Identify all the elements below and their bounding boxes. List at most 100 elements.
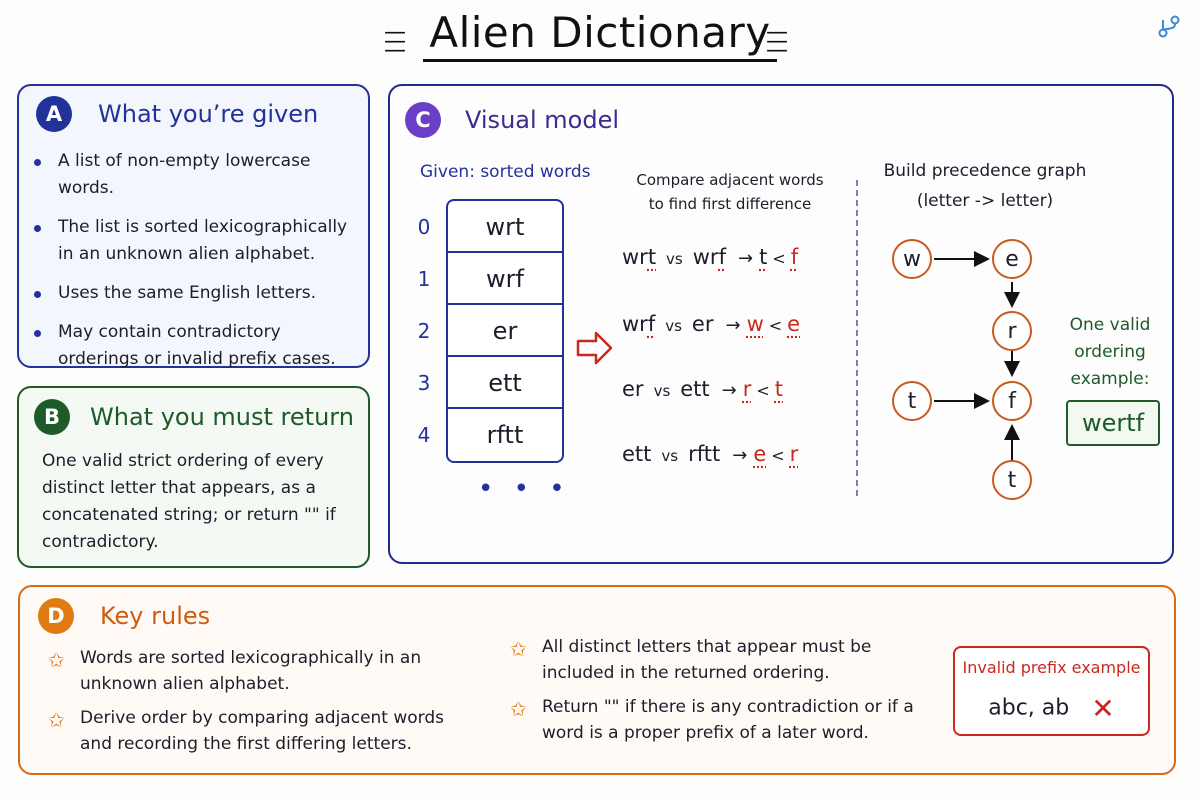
rule-item: ✩ Words are sorted lexicographically in a…	[46, 645, 476, 697]
less-than-sign: <	[756, 381, 770, 400]
rule-item: ✩ Derive order by comparing adjacent word…	[46, 705, 476, 757]
less-than-sign: <	[772, 249, 786, 268]
compare-header-line: Compare adjacent words	[636, 171, 824, 189]
rule-item: ✩ All distinct letters that appear must b…	[508, 634, 928, 686]
left-word-diff: t	[647, 245, 657, 269]
rule-item: ✩Return "" if there is any contradiction…	[508, 694, 928, 746]
word-cell: ett	[448, 357, 562, 409]
left-word: ett	[622, 442, 652, 466]
panel-visual-model	[388, 84, 1174, 564]
panel-visual-heading: Visual model	[465, 106, 620, 134]
vs-label: vs	[661, 447, 679, 465]
order-first-letter: w	[746, 312, 764, 336]
given-bullet-list: A list of non-empty lowercase words. The…	[34, 148, 364, 385]
star-icon: ✩	[48, 708, 65, 732]
given-bullet: The list is sorted lexicographically in …	[34, 214, 364, 268]
order-second-letter: r	[789, 442, 799, 466]
right-word: rftt	[688, 442, 721, 466]
order-first-letter: e	[753, 442, 767, 466]
right-word-prefix: wr	[692, 245, 719, 269]
order-first-letter: r	[742, 377, 752, 401]
word-cell: wrf	[448, 253, 562, 305]
graph-node-f: f	[992, 381, 1032, 421]
star-icon: ✩	[48, 648, 65, 672]
word-cell: wrt	[448, 201, 562, 253]
word-index: 1	[417, 267, 431, 291]
words-label: Given: sorted words	[420, 162, 591, 182]
graph-node-r: r	[992, 311, 1032, 351]
graph-header: Build precedence graph (letter -> letter…	[880, 156, 1090, 216]
panel-given-heading: What you’re given	[98, 100, 319, 128]
example-answer-box: wertf	[1066, 400, 1160, 446]
graph-node-e: e	[992, 239, 1032, 279]
right-word-diff: f	[718, 245, 726, 269]
rules-left-list: ✩ Words are sorted lexicographically in a…	[46, 645, 476, 765]
left-word-prefix: wr	[622, 312, 648, 336]
star-icon: ✩	[510, 637, 527, 661]
invalid-prefix-example: abc, ab✕	[953, 692, 1150, 725]
graph-header-line: (letter -> letter)	[916, 191, 1054, 211]
compare-header: Compare adjacent words to find first dif…	[630, 168, 830, 216]
less-than-sign: <	[771, 446, 785, 465]
panel-rules-heading: Key rules	[100, 602, 211, 630]
more-words-ellipsis: • • •	[478, 474, 571, 504]
rule-text: Words are sorted lexicographically in an…	[80, 648, 422, 694]
badge-c: C	[405, 102, 441, 138]
word-index: 3	[417, 371, 431, 395]
word-index: 2	[417, 319, 431, 343]
rules-right-list: ✩ All distinct letters that appear must b…	[508, 634, 928, 754]
graph-node-w: w	[892, 239, 932, 279]
section-divider	[856, 180, 858, 496]
vs-label: vs	[653, 382, 671, 400]
word-stack: wrt wrf er ett rftt	[446, 199, 564, 463]
example-label: One valid ordering example:	[1058, 312, 1162, 393]
graph-header-line: Build precedence graph	[883, 161, 1087, 181]
return-description: One valid strict ordering of every disti…	[42, 451, 336, 552]
right-word: ett	[680, 377, 710, 401]
precedence-graph-edges	[934, 251, 1020, 460]
left-word: er	[622, 377, 644, 401]
implies-arrow: →	[737, 248, 754, 269]
word-cell: rftt	[486, 421, 524, 449]
title-burst-right-icon: ———	[766, 20, 788, 63]
rule-text: Derive order by comparing adjacent words…	[80, 708, 445, 754]
panel-return	[17, 386, 370, 568]
badge-d: D	[38, 598, 74, 634]
invalid-prefix-box	[953, 646, 1150, 736]
graph-node-t-second: t	[992, 460, 1032, 500]
rule-text: All distinct letters that appear must be…	[542, 637, 872, 683]
order-second-letter: f	[790, 245, 799, 269]
word-index: 4	[417, 423, 431, 447]
implies-arrow: →	[721, 380, 737, 401]
page-title: Alien Dictionary	[423, 8, 777, 62]
invalid-cross-icon: ✕	[1091, 692, 1115, 725]
implies-arrow: →	[725, 315, 741, 336]
star-icon: ✩	[510, 697, 527, 721]
order-second-letter: e	[787, 312, 801, 336]
badge-b: B	[34, 399, 70, 435]
implies-arrow: →	[732, 445, 748, 466]
example-label-line: ordering	[1074, 342, 1146, 362]
panel-given	[17, 84, 370, 368]
invalid-prefix-title: Invalid prefix example	[962, 658, 1141, 677]
left-word-prefix: wr	[622, 245, 648, 269]
given-bullet: A list of non-empty lowercase words.	[34, 148, 364, 202]
order-second-letter: t	[774, 377, 784, 401]
less-than-sign: <	[768, 316, 783, 335]
page-title-wrap: Alien Dictionary	[0, 8, 1200, 62]
branch-icon[interactable]	[1156, 14, 1182, 40]
arrow-right-icon	[576, 331, 613, 365]
right-word: er	[691, 312, 714, 336]
given-bullet: May contain contradictory orderings or i…	[34, 319, 364, 373]
order-first-letter: t	[759, 245, 768, 269]
example-label-line: example:	[1070, 369, 1150, 389]
word-index: 0	[417, 215, 431, 239]
word-cell: er	[448, 305, 562, 357]
example-label-line: One valid	[1069, 315, 1151, 335]
compare-header-line: to find first difference	[648, 195, 812, 213]
left-word-diff: f	[647, 312, 656, 336]
